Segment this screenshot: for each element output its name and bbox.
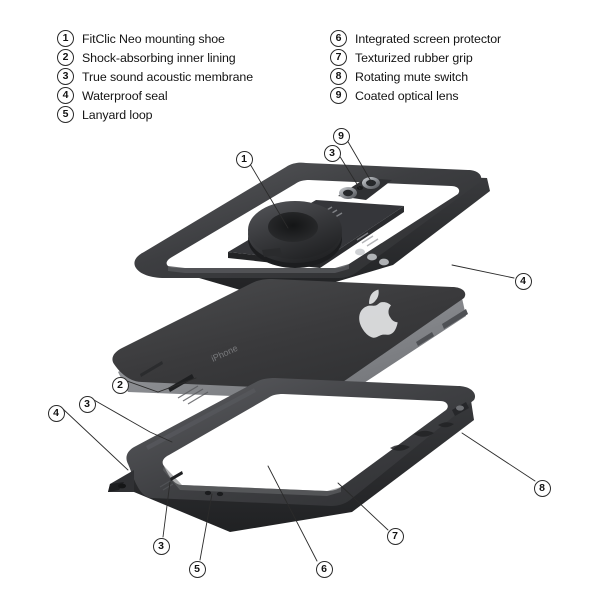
part-back-case (134, 162, 490, 300)
legend-number-8: 8 (330, 68, 347, 85)
legend-number-6: 6 (330, 30, 347, 47)
legend-item-7: 7 Texturized rubber grip (330, 48, 501, 67)
legend-number-3: 3 (57, 68, 74, 85)
legend-item-8: 8 Rotating mute switch (330, 67, 501, 86)
callout-8: 8 (533, 479, 551, 497)
camera-housing (338, 177, 392, 200)
phone-bottom-ports (140, 361, 209, 405)
legend-right-column: 6 Integrated screen protector 7 Texturiz… (330, 29, 501, 105)
legend-number-5: 5 (57, 106, 74, 123)
legend-label-7: Texturized rubber grip (355, 50, 473, 65)
legend-number-7: 7 (330, 49, 347, 66)
callout-3: 3 (78, 395, 96, 413)
callout-4: 4 (514, 272, 532, 290)
legend-label-1: FitClic Neo mounting shoe (82, 31, 225, 46)
legend-item-5: 5 Lanyard loop (57, 105, 253, 124)
legend-label-8: Rotating mute switch (355, 69, 469, 84)
legend-label-2: Shock-absorbing inner lining (82, 50, 236, 65)
callout-9: 9 (332, 127, 350, 145)
callout-2: 2 (111, 376, 129, 394)
part-phone: iPhone (112, 279, 468, 405)
lanyard-loop (108, 470, 134, 492)
callout-3: 3 (152, 537, 170, 555)
legend-item-3: 3 True sound acoustic membrane (57, 67, 253, 86)
acoustic-membrane-vents (159, 471, 224, 497)
legend-number-1: 1 (57, 30, 74, 47)
callout-4: 4 (47, 404, 65, 422)
callout-6: 6 (315, 560, 333, 578)
inner-lining-edge (146, 388, 256, 450)
legend-label-4: Waterproof seal (82, 88, 168, 103)
apple-logo (359, 289, 398, 338)
legend-label-6: Integrated screen protector (355, 31, 502, 46)
legend-number-9: 9 (330, 87, 347, 104)
legend-label-9: Coated optical lens (355, 88, 459, 103)
legend-label-5: Lanyard loop (82, 107, 153, 122)
legend-item-6: 6 Integrated screen protector (330, 29, 501, 48)
callout-5: 5 (188, 560, 206, 578)
callout-1: 1 (235, 150, 253, 168)
legend-item-4: 4 Waterproof seal (57, 86, 253, 105)
rubber-grip-texture (390, 422, 454, 451)
legend-number-4: 4 (57, 87, 74, 104)
callout-3: 3 (323, 144, 341, 162)
legend-item-9: 9 Coated optical lens (330, 86, 501, 105)
callout-7: 7 (386, 527, 404, 545)
part-front-bezel (108, 378, 476, 532)
legend-number-2: 2 (57, 49, 74, 66)
legend-left-column: 1 FitClic Neo mounting shoe 2 Shock-abso… (57, 29, 253, 124)
legend-item-2: 2 Shock-absorbing inner lining (57, 48, 253, 67)
side-button-pips (355, 248, 389, 266)
mute-switch (452, 402, 469, 416)
legend-item-1: 1 FitClic Neo mounting shoe (57, 29, 253, 48)
phone-side-buttons (416, 309, 468, 346)
leader-lines (62, 139, 536, 562)
legend-label-3: True sound acoustic membrane (82, 69, 253, 84)
